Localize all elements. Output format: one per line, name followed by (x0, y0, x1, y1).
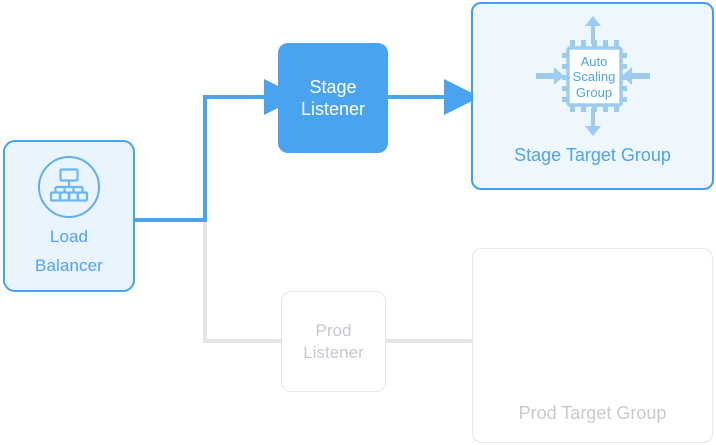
connector-load-balancer-to-prod-listener (203, 220, 281, 343)
node-prod-listener[interactable]: Prod Listener (281, 291, 386, 392)
node-load-balancer[interactable]: Load Balancer (3, 140, 135, 292)
node-stage-target-group[interactable]: Auto Scaling Group Stage Target Group (471, 2, 714, 190)
load-balancer-label-line2: Balancer (35, 256, 103, 275)
node-prod-target-group[interactable]: Prod Target Group (472, 248, 713, 443)
auto-scaling-group-chip-icon: Auto Scaling Group (518, 12, 668, 140)
stage-target-group-label: Stage Target Group (514, 145, 671, 165)
prod-target-group-label: Prod Target Group (518, 402, 667, 423)
stage-listener-label-line1: Stage (309, 76, 357, 97)
asg-label-line1: Auto (580, 54, 608, 69)
prod-listener-label-line1: Prod (315, 321, 352, 341)
asg-label-line2: Scaling (572, 69, 616, 85)
load-balancer-label-line1: Load (49, 226, 89, 246)
prod-listener-label-line2: Listener (303, 342, 364, 362)
asg-label-line3: Group (575, 84, 613, 100)
connector-load-balancer-to-stage-listener (135, 79, 300, 222)
load-balancer-hierarchy-icon (38, 155, 100, 218)
node-stage-listener[interactable]: Stage Listener (278, 43, 388, 153)
stage-listener-label-line2: Listener (300, 99, 366, 119)
